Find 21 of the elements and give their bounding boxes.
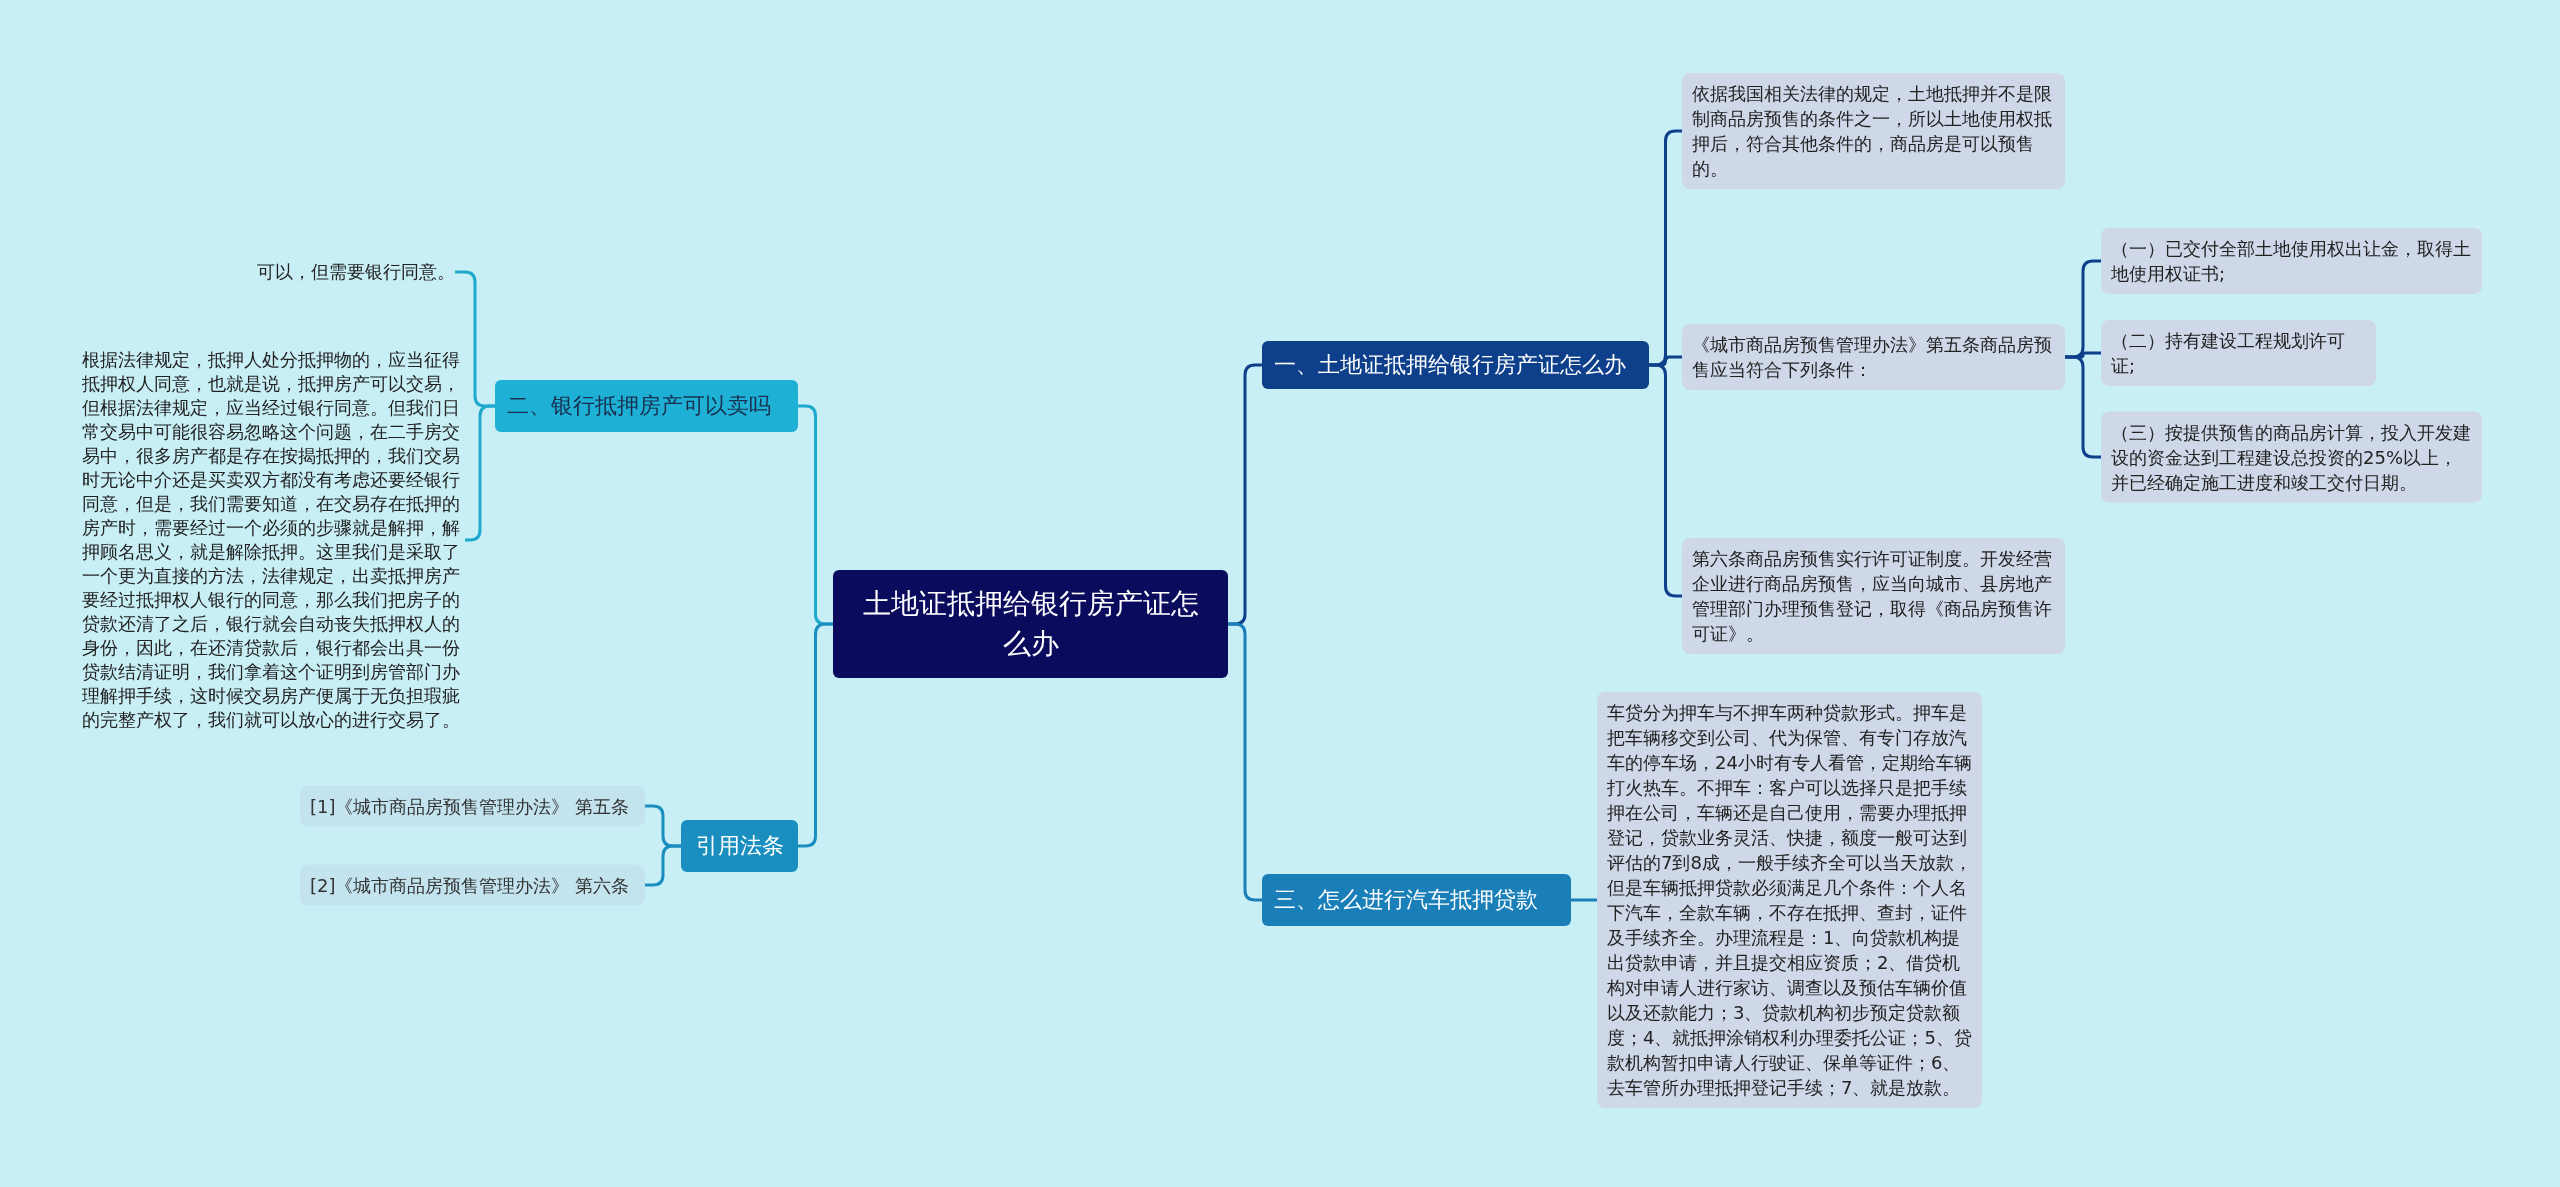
reference-box: [1]《城市商品房预售管理办法》 第五条 — [300, 785, 645, 827]
subtopic-box: 第六条商品房预售实行许可证制度。开发经营企业进行商品房预售，应当向城市、县房地产管理部门办理预售登记，取得《商品房预售许可证》。 — [1682, 538, 2065, 654]
subtopic-box: 车贷分为押车与不押车两种贷款形式。押车是把车辆移交到公司、代为保管、有专门存放汽车的停车场，24小时有专人看管，定期给车辆打火热车。不押车：客户可以选择只是把手续押在公司，车辆还是自己使用，需要办理抵押登记，贷款业务灵活、快捷，额度一般可达到评估的7到8成，一般手续齐全可以当天放款，但是车辆抵押贷款必须满足几个条件：个人名下汽车，全款车辆，不存在抵押、查封，证件及手续齐全。办理流程是：1、向贷款机构提出贷款申请，并且提交相应资质；2、借贷机构对申请人进行家访、调查以及预估车辆价值以及还款能力；3、贷款机构初步预定贷款额度；4、就抵押涂销权利办理委托公证；5、贷款机构暂扣申请人行驶证、保单等证件；6、去车管所办理抵押登记手续；7、就是放款。 — [1597, 692, 1982, 1108]
subtopic-box: 《城市商品房预售管理办法》第五条商品房预售应当符合下列条件： — [1682, 324, 2065, 390]
subtopic-box: （三）按提供预售的商品房计算，投入开发建设的资金达到工程建设总投资的25%以上，并已经确定施工进度和竣工交付日期。 — [2101, 411, 2482, 503]
topic-box: 一、土地证抵押给银行房产证怎么办 — [1262, 341, 1649, 389]
reference-box: [2]《城市商品房预售管理办法》 第六条 — [300, 864, 645, 906]
connector-line — [645, 844, 681, 887]
root-topic-box: 土地证抵押给银行房产证怎么办 — [833, 570, 1228, 678]
connector-line — [798, 622, 833, 848]
topic-box: 二、银行抵押房产可以卖吗 — [495, 380, 798, 432]
subtopic-box: （一）已交付全部土地使用权出让金，取得土地使用权证书; — [2101, 228, 2482, 294]
subtopic-box: 依据我国相关法律的规定，土地抵押并不是限制商品房预售的条件之一，所以土地使用权抵押后，符合其他条件的，商品房是可以预售的。 — [1682, 73, 2065, 189]
connector-line — [2065, 355, 2101, 459]
topic-box: 三、怎么进行汽车抵押贷款 — [1262, 874, 1571, 926]
connector-line — [1571, 898, 1597, 902]
topic-box: 引用法条 — [681, 820, 798, 872]
subtopic-text: 根据法律规定，抵押人处分抵押物的，应当征得抵押权人同意，也就是说，抵押房产可以交易，但根据法律规定，应当经过银行同意。但我们日常交易中可能很容易忽略这个问题，在二手房交易中，很多房产都是存在按揭抵押的，我们交易时无论中介还是买卖双方都没有考虑还要经银行同意，但是，我们需要知道，在交易存在抵押的房产时，需要经过一个必须的步骤就是解押，解押顾名思义，就是解除抵押。这里我们是采取了一个更为直接的方法，法律规定，出卖抵押房产要经过抵押权人银行的同意，那么我们把房子的贷款还清了之后，银行就会自动丧失抵押权人的身份，因此，在还清贷款后，银行都会出具一份贷款结清证明，我们拿着这个证明到房管部门办理解押手续，这时候交易房产便属于无负担瑕疵的完整产权了，我们就可以放心的进行交易了。 — [82, 348, 465, 732]
subtopic-text: 可以，但需要银行同意。 — [235, 260, 455, 284]
subtopic-box: （二）持有建设工程规划许可证; — [2101, 320, 2376, 386]
connector-line — [1649, 363, 1682, 598]
